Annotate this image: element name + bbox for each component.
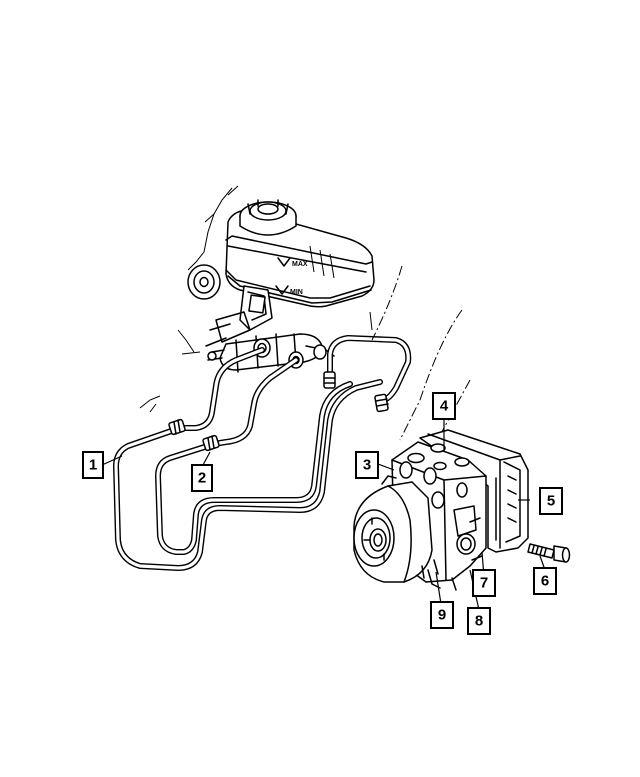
callout-4: 4 [432, 392, 456, 420]
callout-1: 1 [82, 451, 104, 479]
callout-6: 6 [533, 567, 557, 595]
engine-bay-outline [139, 185, 373, 413]
callout-label: 9 [438, 607, 446, 624]
master-cylinder [205, 285, 335, 373]
reservoir-min-mark: MIN [290, 289, 303, 296]
brake-fluid-reservoir: MAX MIN [225, 199, 375, 308]
callout-label: 6 [541, 573, 549, 590]
installation-leaders [371, 265, 471, 451]
callout-label: 1 [89, 457, 97, 474]
firewall-grommet [187, 264, 221, 300]
callout-2: 2 [191, 464, 213, 492]
callout-label: 7 [480, 575, 488, 592]
callout-label: 2 [198, 470, 206, 487]
callout-label: 5 [547, 493, 555, 510]
callout-label: 4 [440, 398, 449, 415]
callout-7: 7 [472, 569, 496, 597]
callout-9: 9 [430, 601, 454, 629]
mounting-bolt [527, 543, 571, 563]
reservoir-max-mark: MAX [292, 261, 308, 268]
callout-3: 3 [355, 451, 379, 479]
abs-hydraulic-unit [353, 429, 529, 591]
callout-label: 8 [475, 613, 483, 630]
callout-label: 3 [363, 457, 371, 474]
brake-lines [113, 335, 412, 571]
callout-8: 8 [467, 607, 491, 635]
callout-5: 5 [539, 487, 563, 515]
